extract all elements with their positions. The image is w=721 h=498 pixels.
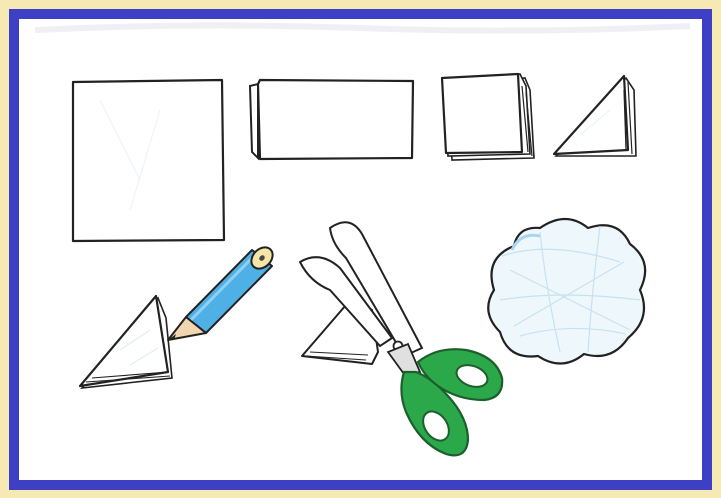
cut-with-scissors-icon (300, 222, 502, 455)
square-paper-icon (73, 80, 224, 241)
pencil-icon (168, 243, 277, 340)
folded-in-quarters-icon (442, 74, 534, 160)
folded-triangle-icon (554, 76, 636, 156)
folded-in-half-icon (250, 80, 413, 159)
trace-with-pencil-icon (80, 243, 277, 388)
unfolded-flower-icon (488, 219, 645, 364)
